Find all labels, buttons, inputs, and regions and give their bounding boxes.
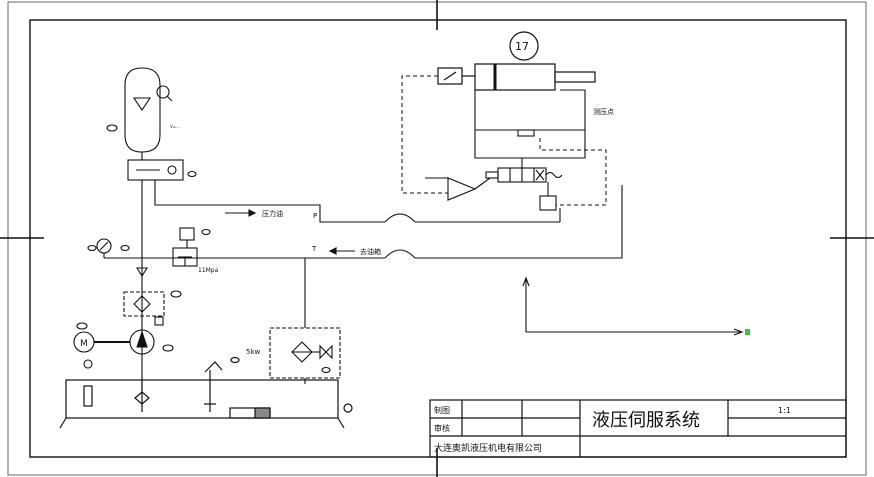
load-frame [474,89,586,159]
port-p-label: P [313,212,317,220]
drawing-title: 液压伺服系统 [592,410,700,431]
port-t-label: T [311,245,317,253]
feedback-lines [401,75,607,206]
drawing-scale: 1:1 [778,406,791,415]
relief-valve [172,227,211,267]
balloon-number: 17 [515,40,529,53]
axis-marker [745,329,750,335]
servo-amplifier [425,177,491,201]
check-valve [136,267,148,278]
motor-label: M [80,339,88,349]
title-block-checked-by: 审核 [434,423,450,433]
pressure-line [154,180,561,223]
motor-pump-unit: M [73,322,174,369]
servo-valve [485,158,563,211]
cooler-label: 5kw [246,348,261,356]
return-line-label: 去油箱 [360,247,381,256]
title-block [429,399,847,458]
pressure-point-label: 测压点 [593,108,614,116]
title-block-drawn-by: 制图 [434,405,450,415]
accumulator-safety-block [127,159,197,181]
company-name: 大连奥凯液压机电有限公司 [434,442,542,454]
pressure-filter [123,290,182,326]
cooler-return-filter [269,258,341,384]
return-line [140,185,623,259]
servo-cylinder: 17 [437,31,596,91]
coordinate-axis [522,276,744,336]
reservoir [59,356,353,429]
pressure-gauge [87,238,142,259]
accumulator: V=... [106,67,180,160]
relief-valve-setting: 11Mpa [198,267,219,274]
pressure-line-label: 压力油 [262,209,283,218]
accumulator-note: V=... [170,124,180,129]
